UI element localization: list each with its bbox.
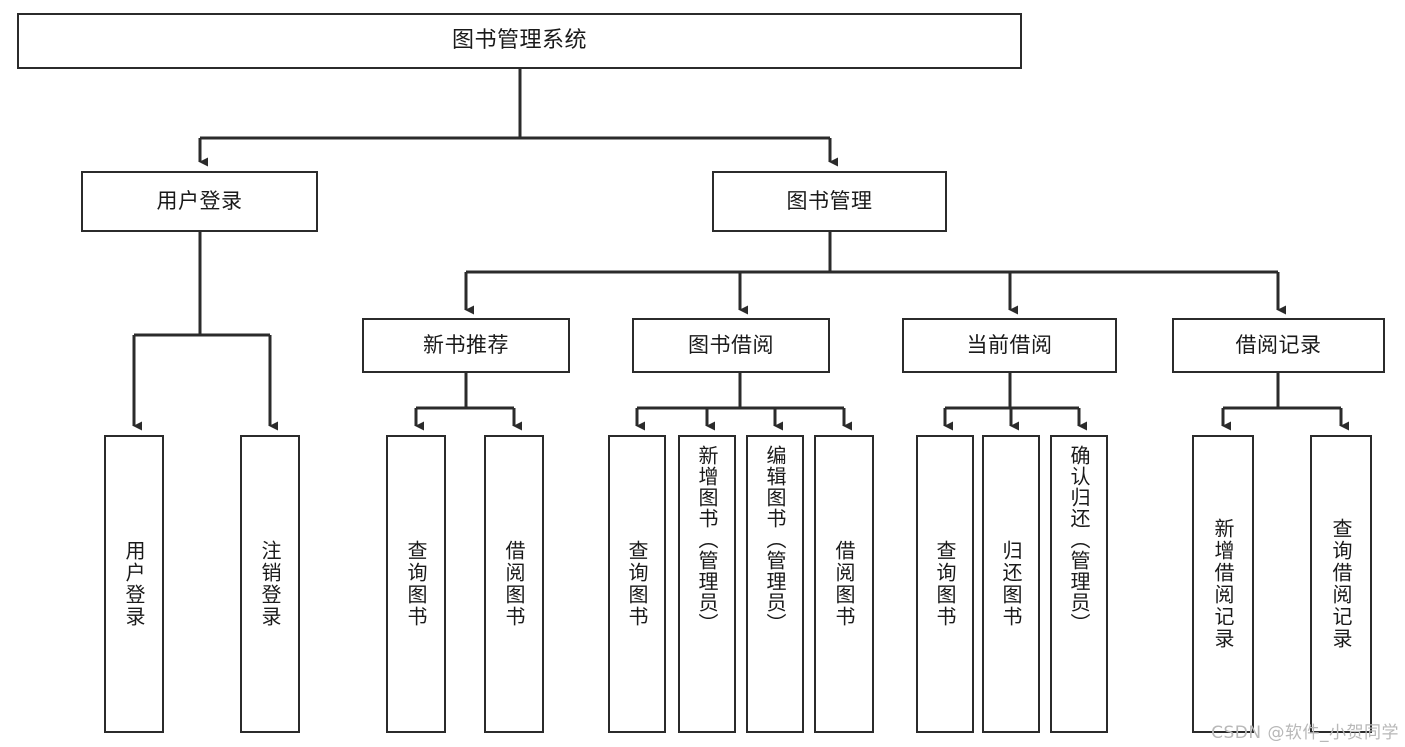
node-book-borrow[interactable]: 图书借阅 [632, 318, 830, 373]
node-borrow-record[interactable]: 借阅记录 [1172, 318, 1385, 373]
node-leaf-borrow-borrow-book[interactable]: 借阅图书 [814, 435, 874, 733]
node-new-book-recommend[interactable]: 新书推荐 [362, 318, 570, 373]
node-label: 新书推荐 [423, 332, 509, 357]
node-leaf-user-logout[interactable]: 注销登录 [240, 435, 300, 733]
node-label: 确认归还（管理员） [1067, 445, 1091, 634]
node-label: 图书借阅 [688, 332, 774, 357]
node-label: 注销登录 [258, 540, 282, 628]
node-leaf-borrow-add-book[interactable]: 新增图书（管理员） [678, 435, 736, 733]
watermark-text: CSDN @软件_小贺同学 [1211, 723, 1399, 743]
node-book-manage[interactable]: 图书管理 [712, 171, 947, 232]
node-label: 查询借阅记录 [1329, 518, 1353, 650]
node-label: 用户登录 [156, 188, 243, 213]
node-label: 新增图书（管理员） [695, 445, 719, 634]
node-label: 当前借阅 [966, 332, 1053, 357]
node-leaf-recommend-borrow-book[interactable]: 借阅图书 [484, 435, 544, 733]
node-leaf-borrow-query-book[interactable]: 查询图书 [608, 435, 666, 733]
node-label: 用户登录 [122, 540, 146, 628]
node-label: 归还图书 [999, 540, 1023, 628]
node-leaf-current-confirm-return[interactable]: 确认归还（管理员） [1050, 435, 1108, 733]
node-leaf-user-login[interactable]: 用户登录 [104, 435, 164, 733]
node-label: 查询图书 [933, 540, 957, 628]
node-leaf-current-query-book[interactable]: 查询图书 [916, 435, 974, 733]
node-label: 查询图书 [404, 540, 428, 628]
node-root-system[interactable]: 图书管理系统 [17, 13, 1022, 69]
node-leaf-record-add[interactable]: 新增借阅记录 [1192, 435, 1254, 733]
node-current-borrow[interactable]: 当前借阅 [902, 318, 1117, 373]
node-label: 查询图书 [625, 540, 649, 628]
node-label: 借阅图书 [502, 540, 526, 628]
node-leaf-record-query[interactable]: 查询借阅记录 [1310, 435, 1372, 733]
node-label: 借阅图书 [832, 540, 856, 628]
node-label: 编辑图书（管理员） [763, 445, 787, 634]
node-label: 新增借阅记录 [1211, 518, 1235, 650]
node-label: 借阅记录 [1235, 332, 1322, 357]
node-label: 图书管理 [786, 188, 873, 213]
node-leaf-current-return-book[interactable]: 归还图书 [982, 435, 1040, 733]
node-user-login[interactable]: 用户登录 [81, 171, 318, 232]
node-leaf-borrow-edit-book[interactable]: 编辑图书（管理员） [746, 435, 804, 733]
node-label: 图书管理系统 [451, 27, 587, 53]
node-leaf-recommend-query-book[interactable]: 查询图书 [386, 435, 446, 733]
